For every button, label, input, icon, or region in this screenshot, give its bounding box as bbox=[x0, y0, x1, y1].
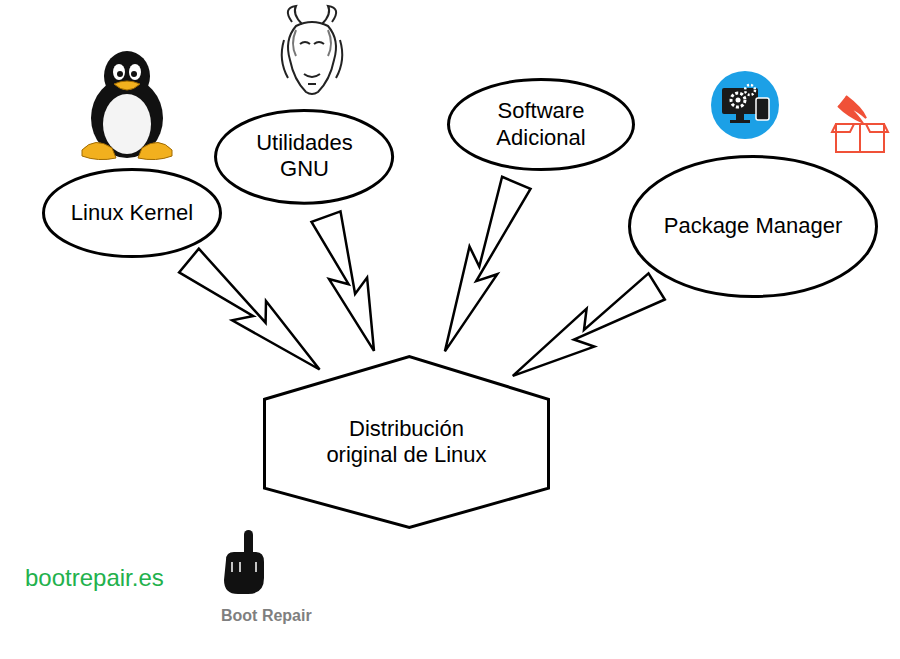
node-label: Software Adicional bbox=[481, 98, 601, 151]
hexagon-shape bbox=[265, 357, 549, 528]
gnu-head bbox=[282, 6, 343, 94]
ellipse-shape bbox=[630, 157, 877, 297]
component-ellipse: Utilidades GNU bbox=[214, 109, 394, 205]
lightning-bolt bbox=[179, 249, 320, 370]
ellipse-shape bbox=[216, 110, 393, 203]
lightning-connector bbox=[445, 177, 531, 352]
node-label: Linux Kernel bbox=[71, 200, 193, 226]
ellipse-shape bbox=[449, 80, 634, 170]
lightning-connector bbox=[312, 211, 375, 351]
lightning-bolt bbox=[445, 177, 531, 352]
devices-icon bbox=[711, 71, 779, 139]
tux-penguin bbox=[82, 51, 172, 160]
lightning-bolt bbox=[513, 273, 665, 376]
component-ellipse: Software Adicional bbox=[447, 78, 635, 171]
ellipse-shape bbox=[44, 170, 221, 257]
lightning-connector bbox=[513, 273, 665, 376]
distribution-hexagon: Distribución original de Linux bbox=[263, 355, 550, 529]
brand-label: Boot Repair bbox=[221, 607, 312, 625]
website-label: bootrepair.es bbox=[25, 564, 164, 592]
pointing-hand-icon bbox=[224, 530, 264, 594]
lightning-bolt bbox=[312, 211, 375, 351]
lightning-connector bbox=[179, 249, 320, 370]
component-ellipse: Linux Kernel bbox=[42, 168, 222, 258]
node-label: Utilidades GNU bbox=[244, 130, 364, 183]
component-ellipse: Package Manager bbox=[628, 155, 878, 298]
node-label: Package Manager bbox=[664, 213, 843, 239]
swift-box-icon bbox=[832, 96, 888, 152]
node-label: Distribución original de Linux bbox=[314, 416, 499, 469]
